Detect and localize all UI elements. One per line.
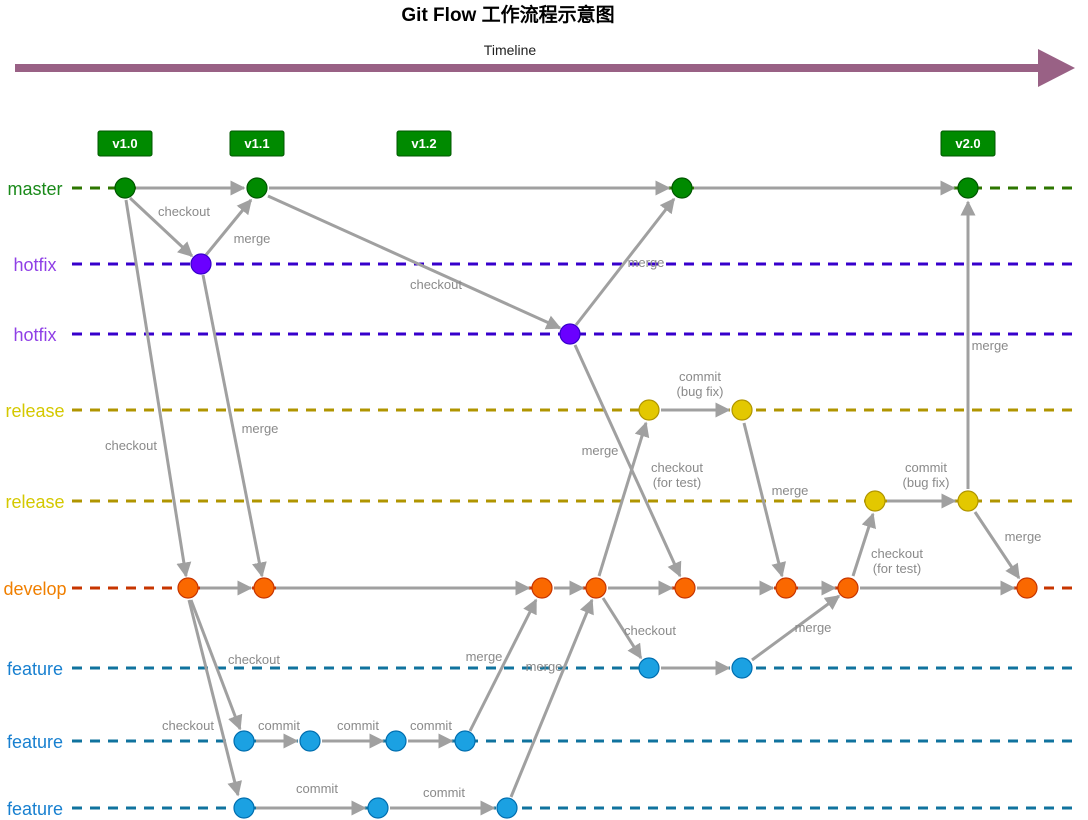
edge-label: merge — [772, 483, 809, 498]
edge-develop-to-feature1 — [601, 597, 643, 660]
commit-node-release — [957, 490, 979, 512]
edge-label: commit(bug fix) — [903, 460, 950, 490]
commit-node-feature — [233, 797, 255, 819]
edge-feature3-to-develop — [509, 598, 594, 798]
edge-label: checkout — [162, 718, 214, 733]
commit-node-release — [864, 490, 886, 512]
commit-node-develop — [837, 577, 859, 599]
edge-label: commit — [337, 718, 379, 733]
commit-node-master — [957, 177, 979, 199]
edge-develop-to-release2 — [851, 512, 876, 577]
tag-v1-0-label: v1.0 — [112, 136, 137, 151]
version-tags: v1.0 v1.1 v1.2 v2.0 — [97, 130, 996, 157]
edge-label: merge — [242, 421, 279, 436]
commit-node-feature — [454, 730, 476, 752]
commit-node-develop — [531, 577, 553, 599]
edge-master-to-hotfix2 — [267, 194, 562, 330]
commit-node-develop — [775, 577, 797, 599]
lane-label-release-2: release — [5, 492, 64, 512]
timeline: Timeline — [15, 42, 1075, 87]
timeline-arrow-head — [1038, 49, 1075, 87]
edge-label: commit — [423, 785, 465, 800]
edge-label: commit — [410, 718, 452, 733]
tag-v1-2 — [396, 130, 452, 157]
edge-master-to-hotfix1 — [128, 196, 194, 258]
edge-label: checkout — [624, 623, 676, 638]
commit-node-develop — [1016, 577, 1038, 599]
lane-label-develop: develop — [3, 579, 66, 599]
diagram-title: Git Flow 工作流程示意图 — [401, 3, 614, 26]
edge-label: merge — [795, 620, 832, 635]
commit-node-release — [638, 399, 660, 421]
lane-label-hotfix-1: hotfix — [13, 255, 56, 275]
tag-v1-1 — [229, 130, 285, 157]
commit-node-master — [114, 177, 136, 199]
edge-develop-to-release1 — [597, 421, 650, 577]
commit-node-develop — [585, 577, 607, 599]
tag-v2-0-label: v2.0 — [955, 136, 980, 151]
edge-label: checkout — [158, 204, 210, 219]
edge-develop-to-feature3 — [187, 599, 242, 797]
edges — [124, 180, 1021, 816]
edge-hotfix1-to-master — [204, 198, 253, 256]
edge-label: merge — [972, 338, 1009, 353]
commit-node-develop — [253, 577, 275, 599]
commit-node-hotfix — [190, 253, 212, 275]
commit-node-feature — [638, 657, 660, 679]
tag-v1-0 — [97, 130, 153, 157]
edge-labels: checkout merge checkout merge checkout m… — [105, 204, 1041, 800]
commit-nodes — [114, 177, 1038, 819]
commit-node-master — [246, 177, 268, 199]
edge-label: commit — [258, 718, 300, 733]
edge-label: checkout — [228, 652, 280, 667]
commit-node-feature — [731, 657, 753, 679]
commit-node-feature — [233, 730, 255, 752]
edge-feature2-to-develop — [468, 598, 538, 732]
commit-node-hotfix — [559, 323, 581, 345]
edge-label: checkout(for test) — [651, 460, 703, 490]
lane-label-master: master — [7, 179, 62, 199]
edge-label: commit — [296, 781, 338, 796]
lane-label-feature-3: feature — [7, 799, 63, 819]
edge-hotfix2-to-develop — [573, 344, 682, 578]
edge-label: merge — [234, 231, 271, 246]
commit-node-feature — [496, 797, 518, 819]
lane-label-release-1: release — [5, 401, 64, 421]
lane-label-feature-1: feature — [7, 659, 63, 679]
edge-hotfix1-to-develop — [201, 274, 267, 578]
commit-node-feature — [367, 797, 389, 819]
commit-node-master — [671, 177, 693, 199]
commit-node-feature — [385, 730, 407, 752]
edge-release2-to-develop — [973, 511, 1021, 580]
tag-v2-0 — [940, 130, 996, 157]
edge-label: checkout — [105, 438, 157, 453]
edge-release1-to-develop — [742, 422, 787, 578]
commit-node-feature — [299, 730, 321, 752]
edge-label: commit(bug fix) — [677, 369, 724, 399]
edge-label: merge — [582, 443, 619, 458]
edge-label: merge — [1005, 529, 1042, 544]
commit-node-develop — [177, 577, 199, 599]
tag-v1-1-label: v1.1 — [244, 136, 269, 151]
commit-node-develop — [674, 577, 696, 599]
edge-label: checkout — [410, 277, 462, 292]
edge-feature1-to-develop — [751, 594, 841, 662]
timeline-label: Timeline — [484, 42, 537, 58]
edge-label: merge — [628, 255, 665, 270]
edge-develop-to-feature2 — [189, 599, 243, 731]
edge-label: merge — [466, 649, 503, 664]
edge-label: merge — [526, 659, 563, 674]
commit-node-release — [731, 399, 753, 421]
lane-label-hotfix-2: hotfix — [13, 325, 56, 345]
tag-v1-2-label: v1.2 — [411, 136, 436, 151]
lane-label-feature-2: feature — [7, 732, 63, 752]
edge-label: checkout(for test) — [871, 546, 923, 576]
edge-master-to-develop — [124, 199, 192, 578]
edge-hotfix2-to-master — [574, 197, 676, 326]
